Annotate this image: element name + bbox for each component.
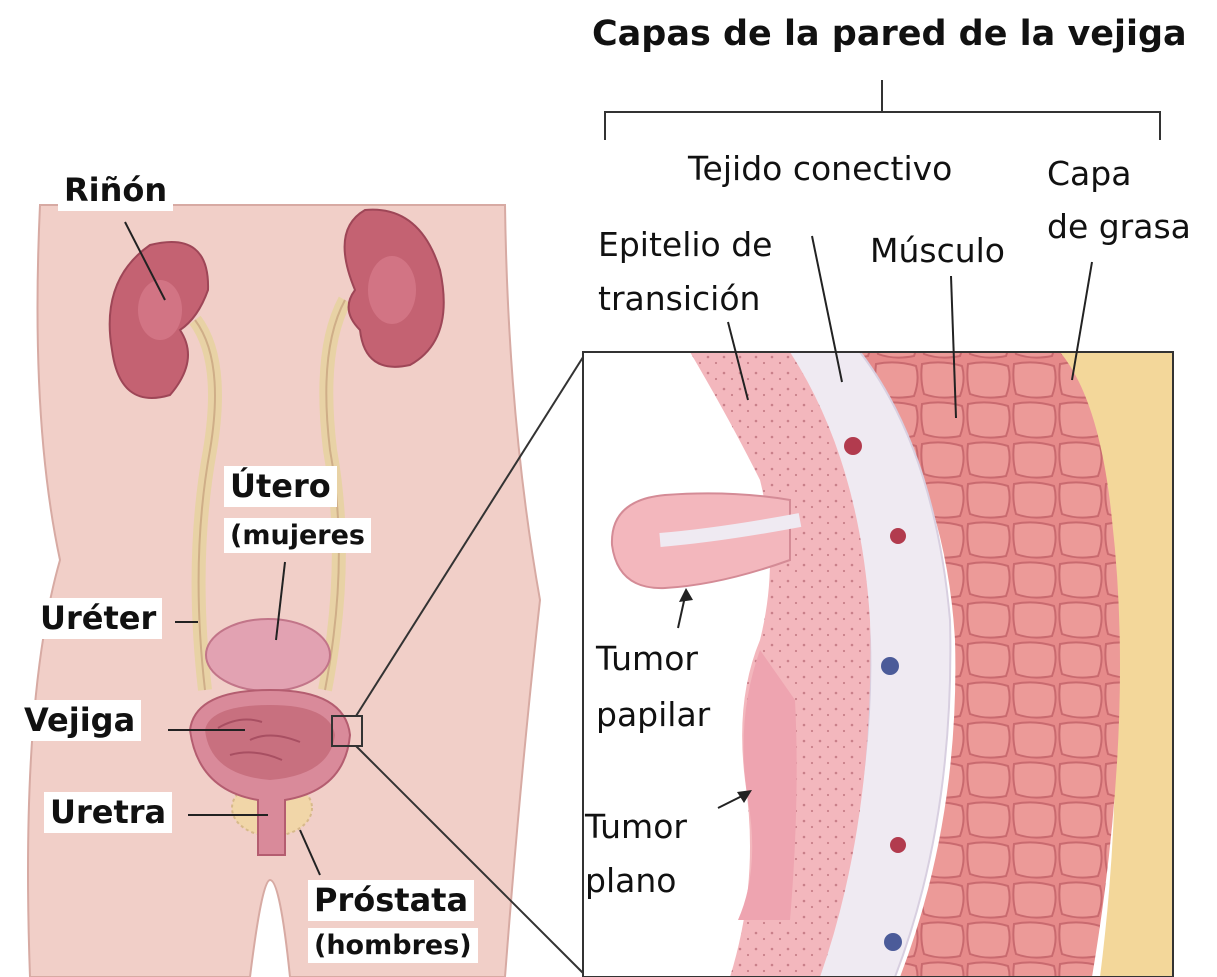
muscle-label: Músculo bbox=[870, 231, 1005, 270]
urethra-label: Uretra bbox=[44, 792, 173, 833]
uterus-note: (mujeres bbox=[224, 518, 371, 554]
ureter-label: Uréter bbox=[34, 598, 163, 639]
papillary-tumor-label-1: Tumor bbox=[596, 639, 698, 678]
prostate-note: (hombres) bbox=[308, 928, 478, 964]
fat-layer-label-2: de grasa bbox=[1047, 207, 1191, 246]
epithelium-label-2: transición bbox=[598, 279, 761, 318]
epithelium-label-1: Epitelio de bbox=[598, 225, 773, 264]
bladder-wall-zoom bbox=[583, 352, 1173, 977]
uterus-label: Útero bbox=[224, 466, 337, 507]
left-ureter-edge bbox=[194, 319, 216, 691]
flat-tumor-shape bbox=[738, 650, 797, 920]
flat-tumor-label-2: plano bbox=[585, 861, 677, 900]
uterus-shape bbox=[205, 618, 331, 692]
zoom-frame bbox=[582, 351, 1174, 977]
fat-layer-label-1: Capa bbox=[1047, 154, 1132, 193]
prostate-label: Próstata bbox=[308, 880, 475, 921]
papillary-tumor-label-2: papilar bbox=[596, 695, 711, 734]
layers-title: Capas de la pared de la vejiga bbox=[592, 14, 1187, 54]
right-ureter-edge bbox=[324, 299, 346, 691]
zoom-source-box bbox=[331, 715, 363, 747]
layers-bracket bbox=[604, 80, 1161, 140]
torso bbox=[27, 204, 542, 977]
bladder-label: Vejiga bbox=[18, 700, 142, 741]
connective-tissue-label: Tejido conectivo bbox=[688, 149, 953, 188]
flat-tumor-label-1: Tumor bbox=[585, 807, 687, 846]
kidney-label: Riñón bbox=[58, 170, 174, 211]
